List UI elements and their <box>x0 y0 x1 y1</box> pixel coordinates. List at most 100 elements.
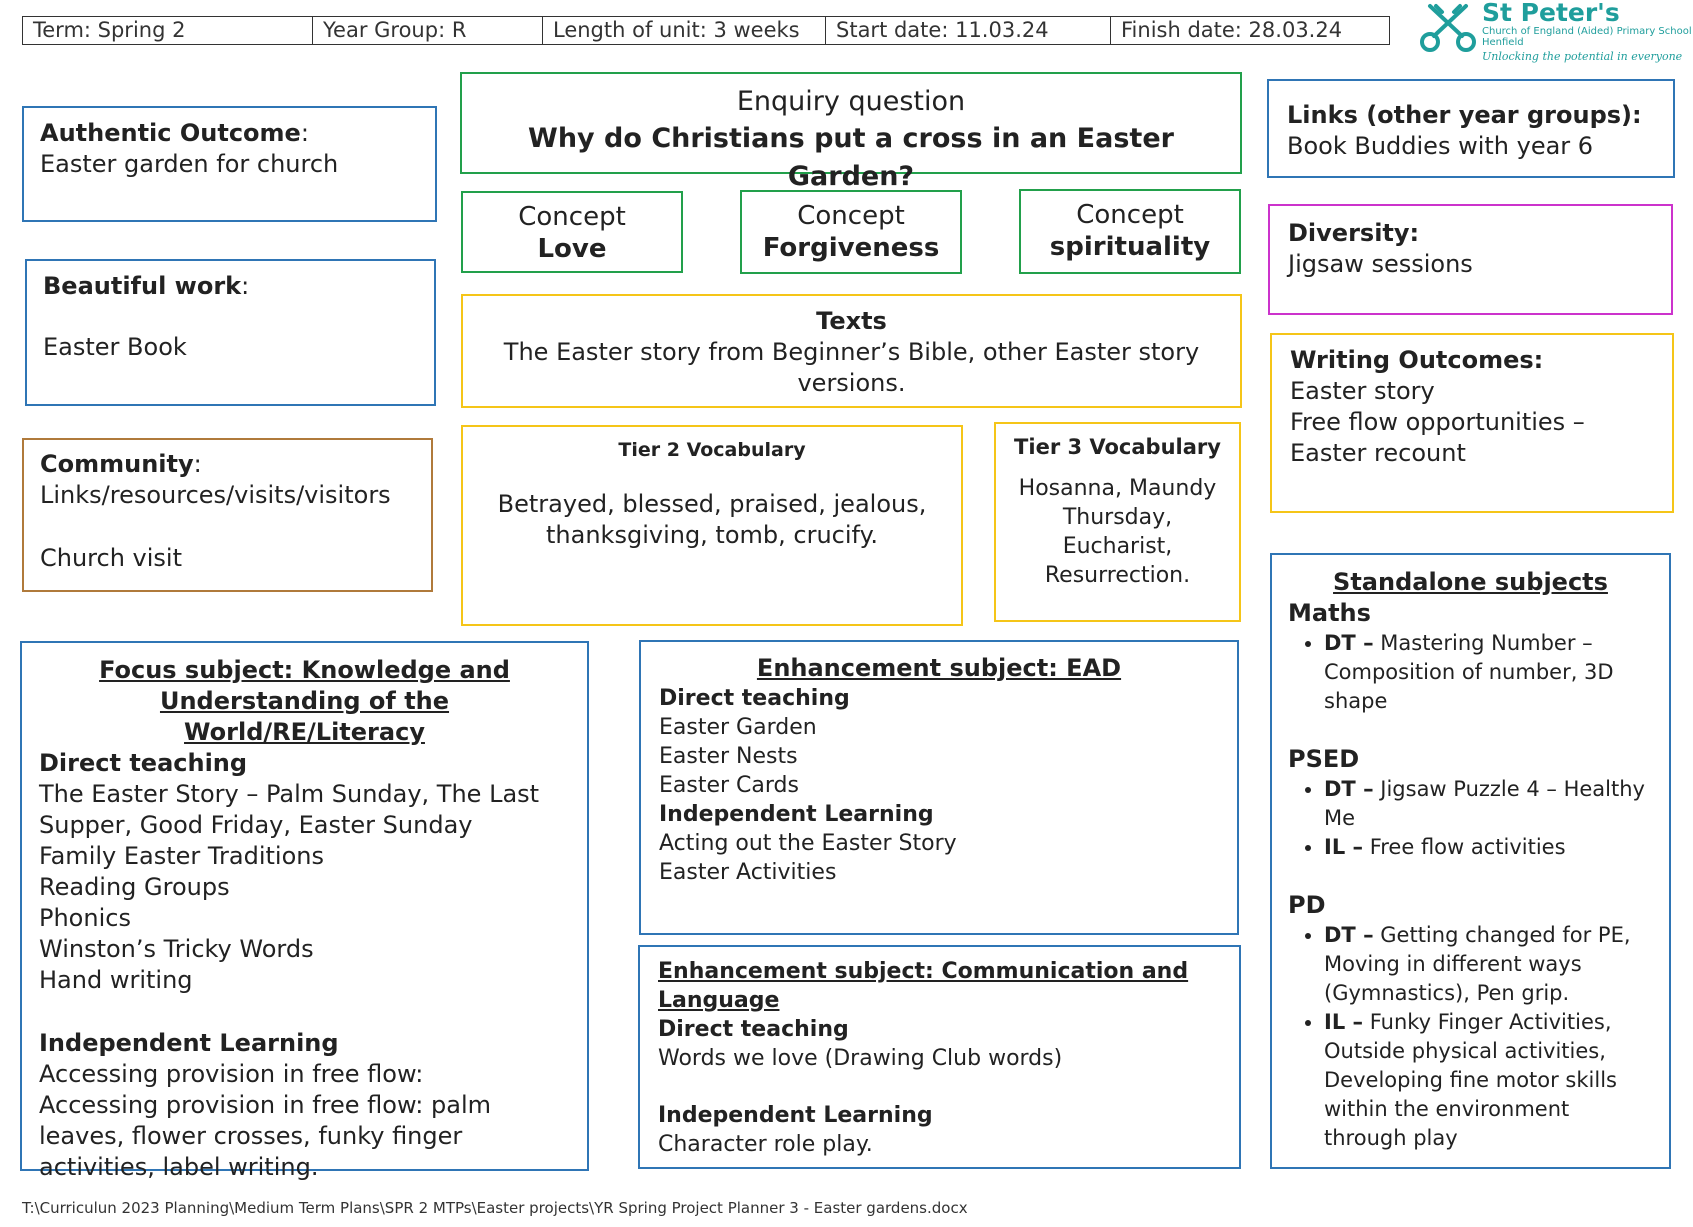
standalone-title: Standalone subjects <box>1333 568 1608 596</box>
concept-spirituality-box: Concept spirituality <box>1019 189 1241 274</box>
standalone-subjects-box: Standalone subjects Maths DT – Mastering… <box>1270 553 1671 1169</box>
ead-direct-item: Easter Garden <box>659 715 817 740</box>
beautiful-work-box: Beautiful work: Easter Book <box>25 259 436 406</box>
texts-box: Texts The Easter story from Beginner’s B… <box>461 294 1242 408</box>
concept-love-box: Concept Love <box>461 191 683 273</box>
focus-indep-item: activities, label writing. <box>39 1153 319 1181</box>
beautiful-work-label: Beautiful work <box>43 272 242 300</box>
focus-direct-label: Direct teaching <box>39 749 248 777</box>
comm-direct-item: Words we love (Drawing Club words) <box>658 1046 1063 1071</box>
tier3-word-line: Resurrection. <box>1044 563 1191 588</box>
enquiry-heading: Enquiry question <box>736 86 966 117</box>
community-links-text: Links/resources/visits/visitors <box>40 481 391 509</box>
texts-body: The Easter story from Beginner’s Bible, … <box>503 338 1200 397</box>
concept-label: Concept <box>797 201 905 231</box>
community-box: Community: Links/resources/visits/visito… <box>22 438 433 592</box>
community-label: Community <box>40 450 194 478</box>
crossed-keys-icon <box>1420 4 1476 52</box>
diversity-text: Jigsaw sessions <box>1288 250 1473 278</box>
item-tag: DT – <box>1324 923 1374 947</box>
pd-list: DT – Getting changed for PE,Moving in di… <box>1288 921 1653 1153</box>
ead-indep-label: Independent Learning <box>659 802 934 827</box>
tier2-heading: Tier 2 Vocabulary <box>618 439 806 461</box>
focus-direct-item: Winston’s Tricky Words <box>39 935 314 963</box>
links-box: Links (other year groups): Book Buddies … <box>1267 79 1675 178</box>
comm-indep-label: Independent Learning <box>658 1103 933 1128</box>
links-label: Links (other year groups): <box>1287 101 1642 129</box>
ead-direct-label: Direct teaching <box>659 686 850 711</box>
school-logo: St Peter's Church of England (Aided) Pri… <box>1418 0 1692 64</box>
finish-date-cell: Finish date: 28.03.24 <box>1121 18 1343 42</box>
ead-indep-item: Easter Activities <box>659 860 837 885</box>
year-group-cell: Year Group: R <box>313 17 543 44</box>
concept-value: spirituality <box>1049 232 1211 262</box>
item-text: (Gymnastics), Pen grip. <box>1324 981 1570 1005</box>
focus-subject-box: Focus subject: Knowledge and Understandi… <box>20 641 589 1181</box>
focus-title-line: Understanding of the World/RE/Literacy <box>159 687 450 746</box>
writing-outcomes-box: Writing Outcomes: Easter story Free flow… <box>1270 333 1674 513</box>
ead-subject-box: Enhancement subject: EAD Direct teaching… <box>639 640 1239 935</box>
school-name: St Peter's <box>1482 0 1620 27</box>
ead-direct-item: Easter Nests <box>659 744 798 769</box>
term-cell: Term: Spring 2 <box>23 17 313 44</box>
item-text: Jigsaw Puzzle 4 – Healthy <box>1380 777 1645 801</box>
texts-heading: Texts <box>816 307 887 335</box>
comm-direct-label: Direct teaching <box>658 1017 849 1042</box>
writing-outcome-line: Free flow opportunities – <box>1290 408 1585 436</box>
focus-indep-item: leaves, flower crosses, funky finger <box>39 1122 463 1150</box>
focus-direct-item: Family Easter Traditions <box>39 842 324 870</box>
concept-label: Concept <box>1076 200 1184 230</box>
writing-outcomes-label: Writing Outcomes: <box>1290 346 1544 374</box>
concept-value: Forgiveness <box>762 233 940 263</box>
start-date-cell: Start date: 11.03.24 <box>826 17 1111 44</box>
ead-indep-item: Acting out the Easter Story <box>659 831 957 856</box>
ead-direct-item: Easter Cards <box>659 773 799 798</box>
item-text: within the environment <box>1324 1097 1570 1121</box>
maths-item: DT – Mastering Number – Composition of nu… <box>1324 629 1653 716</box>
beautiful-colon: : <box>241 272 250 300</box>
item-text: through play <box>1324 1126 1458 1150</box>
school-subtitle: Church of England (Aided) Primary School <box>1482 26 1692 37</box>
tier3-vocabulary-box: Tier 3 Vocabulary Hosanna, Maundy Thursd… <box>994 422 1241 622</box>
focus-indep-item: Accessing provision in free flow: <box>39 1060 424 1088</box>
item-tag: DT – <box>1324 631 1374 655</box>
file-path-footer: T:\Curriculun 2023 Planning\Medium Term … <box>22 1199 968 1217</box>
item-text: Me <box>1324 806 1356 830</box>
comm-indep-item: Character role play. <box>658 1132 873 1157</box>
authentic-colon: : <box>300 119 309 147</box>
concept-label: Concept <box>518 202 626 232</box>
item-text: Outside physical activities, <box>1324 1039 1606 1063</box>
tier3-word-line: Eucharist, <box>1062 534 1173 559</box>
focus-indep-item: Accessing provision in free flow: palm <box>39 1091 492 1119</box>
maths-list: DT – Mastering Number – Composition of nu… <box>1288 629 1653 716</box>
tier3-word-line: Thursday, <box>1062 505 1173 530</box>
school-location: Henfield <box>1482 37 1524 48</box>
pd-label: PD <box>1288 891 1326 919</box>
focus-title-line: Focus subject: Knowledge and <box>99 656 510 684</box>
tier2-vocabulary-box: Tier 2 Vocabulary Betrayed, blessed, pra… <box>461 425 963 626</box>
focus-direct-item: Supper, Good Friday, Easter Sunday <box>39 811 473 839</box>
community-colon: : <box>193 450 202 478</box>
writing-outcome-line: Easter recount <box>1290 439 1466 467</box>
tier2-words: Betrayed, blessed, praised, jealous, tha… <box>497 490 927 549</box>
item-text: Mastering Number – <box>1380 631 1593 655</box>
communication-subject-box: Enhancement subject: Communication and L… <box>638 945 1241 1169</box>
psed-label: PSED <box>1288 745 1360 773</box>
comm-title-line: Enhancement subject: Communication and <box>658 959 1189 984</box>
item-text: Moving in different ways <box>1324 952 1582 976</box>
tier3-heading: Tier 3 Vocabulary <box>1014 435 1221 459</box>
focus-direct-item: Phonics <box>39 904 131 932</box>
ead-title: Enhancement subject: EAD <box>756 654 1122 682</box>
pd-item: IL – Funky Finger Activities,Outside phy… <box>1324 1008 1653 1153</box>
item-text: Developing fine motor skills <box>1324 1068 1617 1092</box>
school-motto: Unlocking the potential in everyone <box>1482 50 1683 63</box>
item-text: Composition of number, 3D <box>1324 660 1614 684</box>
focus-direct-item: Hand writing <box>39 966 193 994</box>
concept-value: Love <box>537 234 607 264</box>
pd-item: DT – Getting changed for PE,Moving in di… <box>1324 921 1653 1008</box>
enquiry-question-box: Enquiry question Why do Christians put a… <box>460 72 1242 192</box>
diversity-box: Diversity: Jigsaw sessions <box>1268 204 1673 315</box>
authentic-outcome-text: Easter garden for church <box>40 150 339 178</box>
item-text: Free flow activities <box>1369 835 1566 859</box>
